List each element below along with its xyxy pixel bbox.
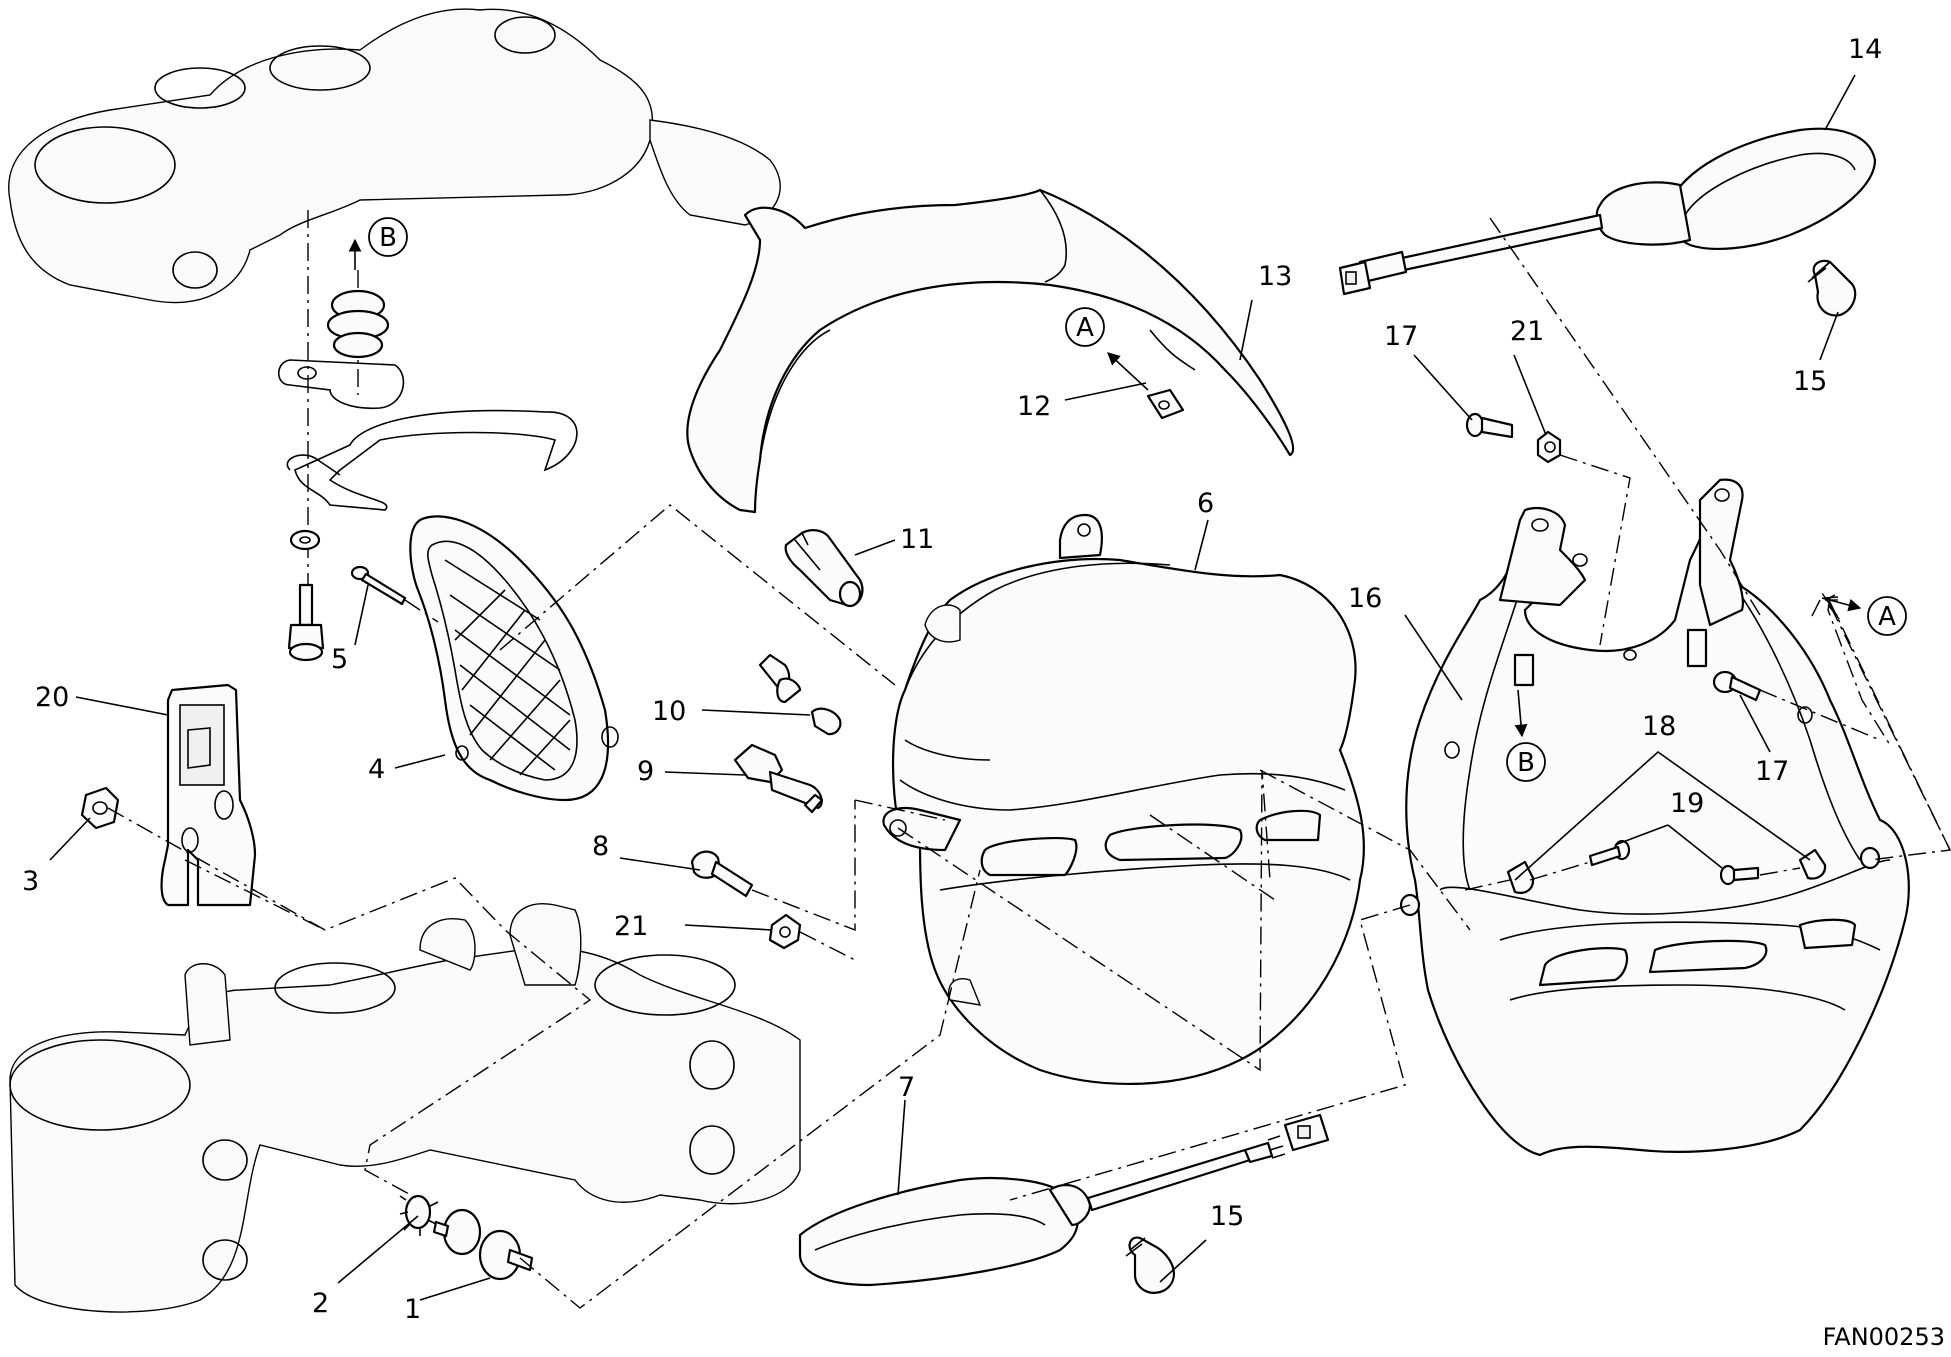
marker-b-top-label: B [379,223,397,253]
marker-a-fairing-label: A [1878,602,1896,632]
marker-a-cover: A [1065,307,1105,347]
nut-part-21-upper [1536,430,1562,464]
serrated-washer-part-2 [399,1194,439,1236]
label-15-upper: 15 [1793,366,1827,397]
turn-signal-part-7 [798,1113,1330,1287]
clip-part-12 [1146,388,1185,420]
label-16: 16 [1348,583,1382,614]
label-21-upper: 21 [1510,316,1544,347]
label-14: 14 [1848,34,1882,65]
label-13: 13 [1258,261,1292,292]
screw-part-1 [432,1208,534,1281]
label-19: 19 [1670,788,1704,819]
nut-part-21-lower [768,913,802,950]
bulb-part-15-lower [1125,1236,1175,1294]
lower-fork-yoke [9,903,801,1313]
label-4: 4 [368,754,385,785]
label-20: 20 [35,682,69,713]
label-2: 2 [312,1288,329,1319]
drawing-code: FAN00253 [1823,1323,1945,1351]
bulb-part-9 [733,743,824,814]
label-21-lower: 21 [614,911,648,942]
upper-cover-part-13 [686,188,1295,514]
marker-b-fairing: B [1506,742,1546,782]
label-12: 12 [1017,391,1051,422]
fairing-frame-part-16 [1399,478,1910,1157]
screw-part-17-upper [1465,412,1514,439]
part-labels: 1 2 3 4 5 6 7 8 9 10 11 12 13 14 15 15 1… [22,34,1882,1325]
marker-a-fairing: A [1867,596,1907,636]
assembly-lines [107,217,1951,1309]
bulb-part-11 [784,529,864,608]
stem-assembly [277,210,578,662]
screw-part-19-left [1588,839,1631,867]
label-15-lower: 15 [1210,1201,1244,1232]
label-6: 6 [1197,488,1214,519]
reference-arrows [348,238,1862,738]
label-18: 18 [1642,711,1676,742]
label-8: 8 [592,831,609,862]
label-10: 10 [652,696,686,727]
label-1: 1 [404,1294,421,1325]
headlight-frame-part-4 [409,515,619,802]
nut-part-3 [80,786,120,830]
marker-a-cover-label: A [1076,313,1094,343]
bulb-part-15-upper [1807,259,1857,317]
screw-part-17-right [1712,670,1762,702]
screw-part-8 [690,850,754,898]
label-17-right: 17 [1755,756,1789,787]
screw-part-19-right [1719,864,1760,886]
upper-fork-yoke [8,8,781,304]
label-9: 9 [637,756,654,787]
label-7: 7 [898,1072,915,1103]
leader-lines [49,74,1856,1301]
marker-b-top: B [368,217,408,257]
turn-signal-part-14 [1338,127,1877,296]
label-17-upper: 17 [1384,321,1418,352]
headlight-part-6 [882,513,1366,1086]
label-5: 5 [331,644,348,675]
bracket-part-20 [160,683,257,907]
label-11: 11 [900,524,934,555]
bulb-part-10 [758,653,842,736]
label-3: 3 [22,866,39,897]
screw-part-5 [350,565,439,623]
marker-b-fairing-label: B [1517,748,1535,778]
